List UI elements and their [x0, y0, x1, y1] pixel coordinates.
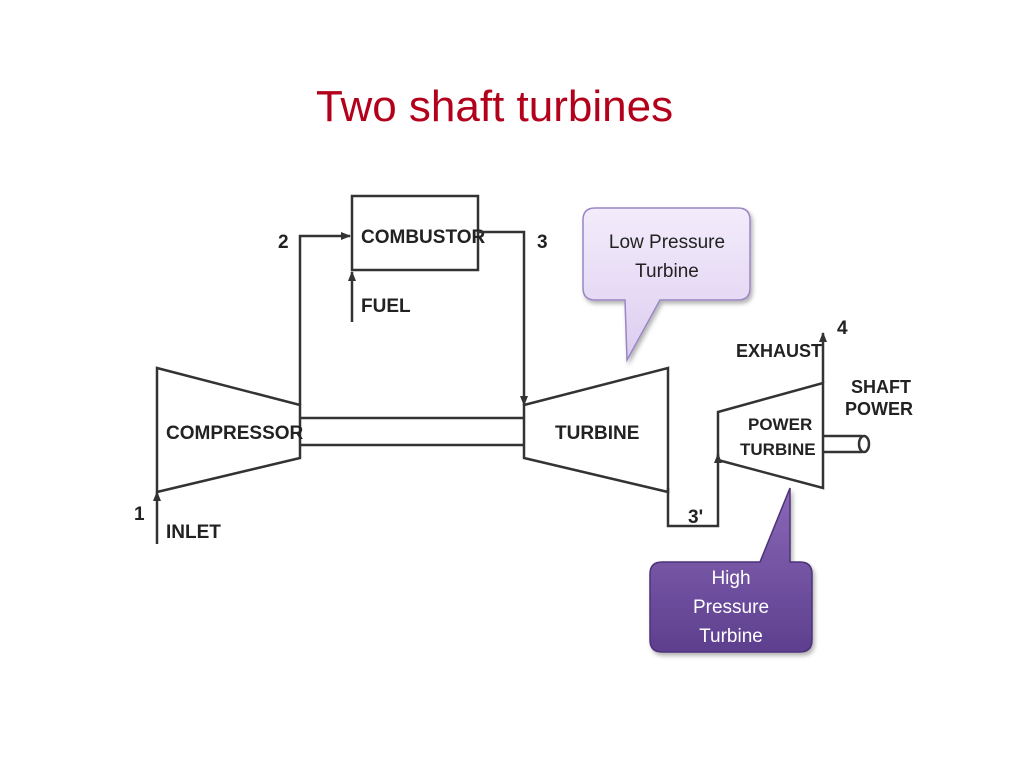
combustor: COMBUSTOR	[350, 194, 485, 272]
combustor-label: COMBUSTOR	[361, 227, 485, 248]
compressor-turbine-shaft	[300, 416, 524, 447]
compressor-label: COMPRESSOR	[166, 423, 304, 444]
output-shaft	[823, 434, 871, 454]
flow-combustor-to-turbine	[478, 230, 528, 406]
high-pressure-callout-line2: Pressure	[693, 597, 769, 618]
high-pressure-callout-line1: High	[711, 568, 750, 589]
station-number-2: 2	[278, 232, 289, 253]
power-turbine-label-line1: POWER	[748, 415, 812, 434]
high-pressure-turbine-callout	[649, 487, 813, 653]
station-number-3: 3	[537, 232, 548, 253]
low-pressure-callout-line2: Turbine	[635, 261, 699, 282]
compressor: COMPRESSOR	[155, 366, 304, 494]
power-turbine: POWER TURBINE	[716, 381, 825, 490]
shaft-power-label-line1: SHAFT	[851, 377, 911, 397]
shaft-power-label-line2: POWER	[845, 399, 913, 419]
low-pressure-turbine-callout	[582, 207, 751, 363]
low-pressure-callout-line1: Low Pressure	[609, 232, 725, 253]
exhaust-label: EXHAUST	[736, 341, 822, 361]
station-number-1: 1	[134, 504, 145, 525]
turbine: TURBINE	[522, 366, 670, 494]
station-number-3-prime: 3'	[688, 507, 703, 528]
turbine-label: TURBINE	[555, 423, 639, 444]
station-number-4: 4	[837, 318, 848, 339]
slide-title: Two shaft turbines	[316, 82, 674, 131]
fuel-label: FUEL	[361, 296, 411, 317]
high-pressure-callout-line3: Turbine	[699, 626, 763, 647]
flow-turbine-to-power-turbine	[666, 453, 722, 528]
inlet-label: INLET	[166, 522, 221, 543]
power-turbine-label-line2: TURBINE	[740, 440, 816, 459]
flow-compressor-to-combustor	[298, 232, 351, 405]
